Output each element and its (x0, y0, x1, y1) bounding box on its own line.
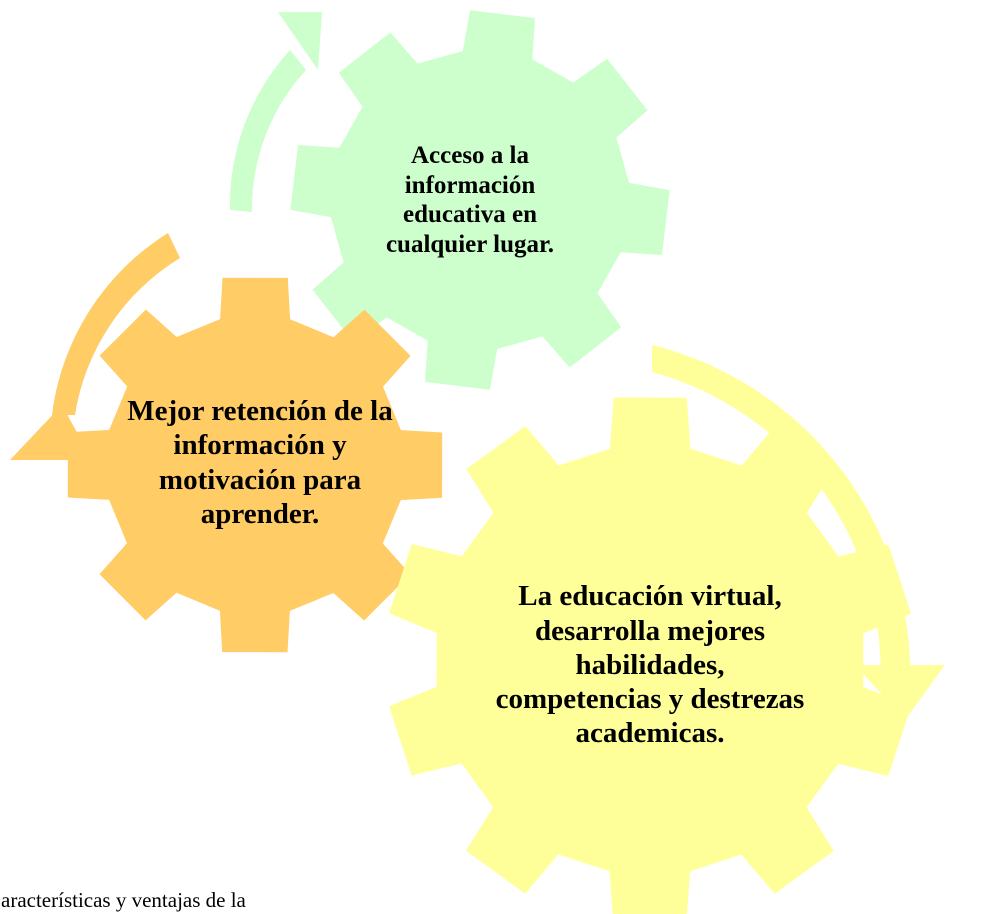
figure-caption: Características y ventajas de la (0, 888, 246, 912)
gear-label-virtual-education: La educación virtual, desarrolla mejores… (495, 580, 805, 750)
gear-label-retention: Mejor retención de la información y moti… (127, 395, 393, 530)
gear-yellow (389, 397, 911, 914)
gear-green (290, 10, 670, 390)
yellow-arrow (652, 345, 945, 720)
gear-label-access: Acceso a la información educativa en cua… (385, 142, 555, 258)
gear-orange (67, 277, 443, 653)
green-arrow (229, 12, 322, 212)
